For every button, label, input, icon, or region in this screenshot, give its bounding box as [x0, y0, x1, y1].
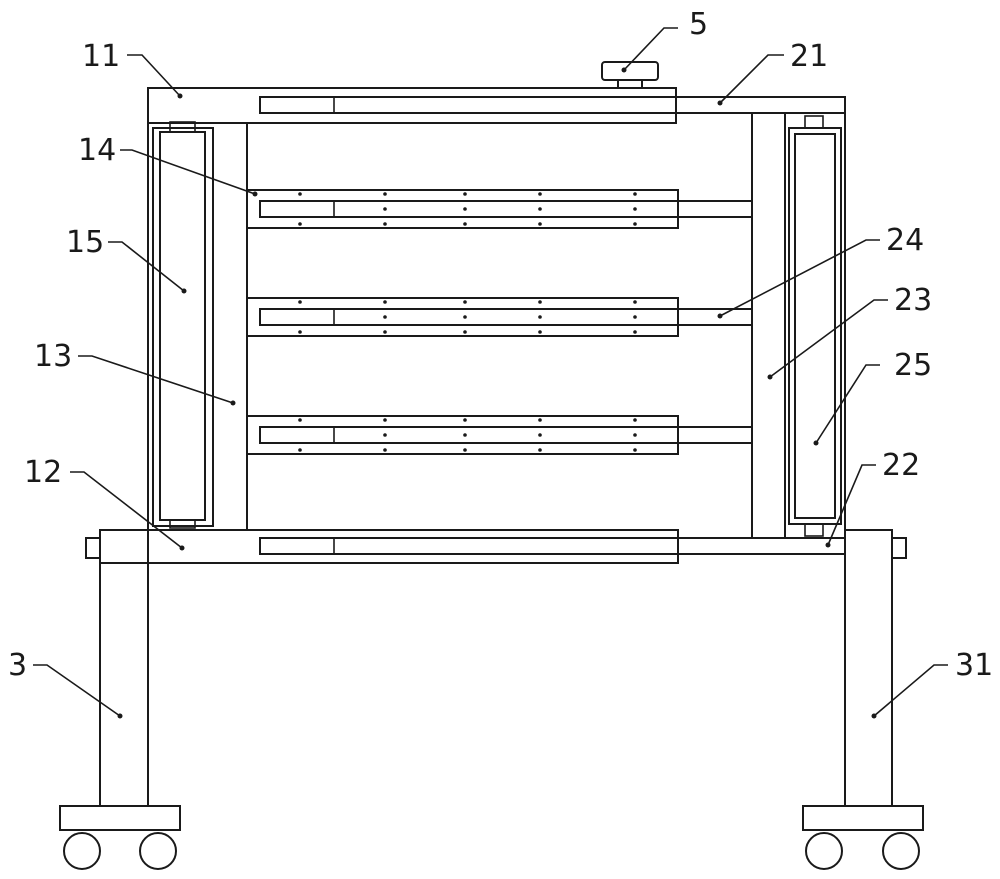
label-5: 5	[689, 7, 708, 42]
label-21: 21	[790, 39, 828, 74]
label-23: 23	[894, 283, 932, 318]
label-24: 24	[886, 223, 924, 258]
shelf-1	[246, 189, 753, 229]
left-leg	[59, 530, 181, 870]
label-22: 22	[882, 448, 920, 483]
label-15: 15	[66, 225, 104, 260]
label-12: 12	[24, 455, 62, 490]
shelf-2	[246, 297, 753, 337]
label-31: 31	[955, 648, 993, 683]
label-25: 25	[894, 348, 932, 383]
right-roller	[788, 115, 842, 537]
adjustment-knob	[601, 61, 659, 89]
label-3: 3	[8, 648, 27, 683]
left-roller	[152, 121, 214, 529]
label-13: 13	[34, 339, 72, 374]
shelf-holes	[298, 192, 637, 452]
reference-labels: 11 5 21 14 15 24 23 13 25 12 22 3 31	[8, 7, 993, 683]
right-leg	[802, 529, 924, 870]
shelf-3	[246, 415, 753, 455]
leader-lines	[33, 27, 948, 719]
label-14: 14	[78, 133, 116, 168]
label-11: 11	[82, 39, 120, 74]
